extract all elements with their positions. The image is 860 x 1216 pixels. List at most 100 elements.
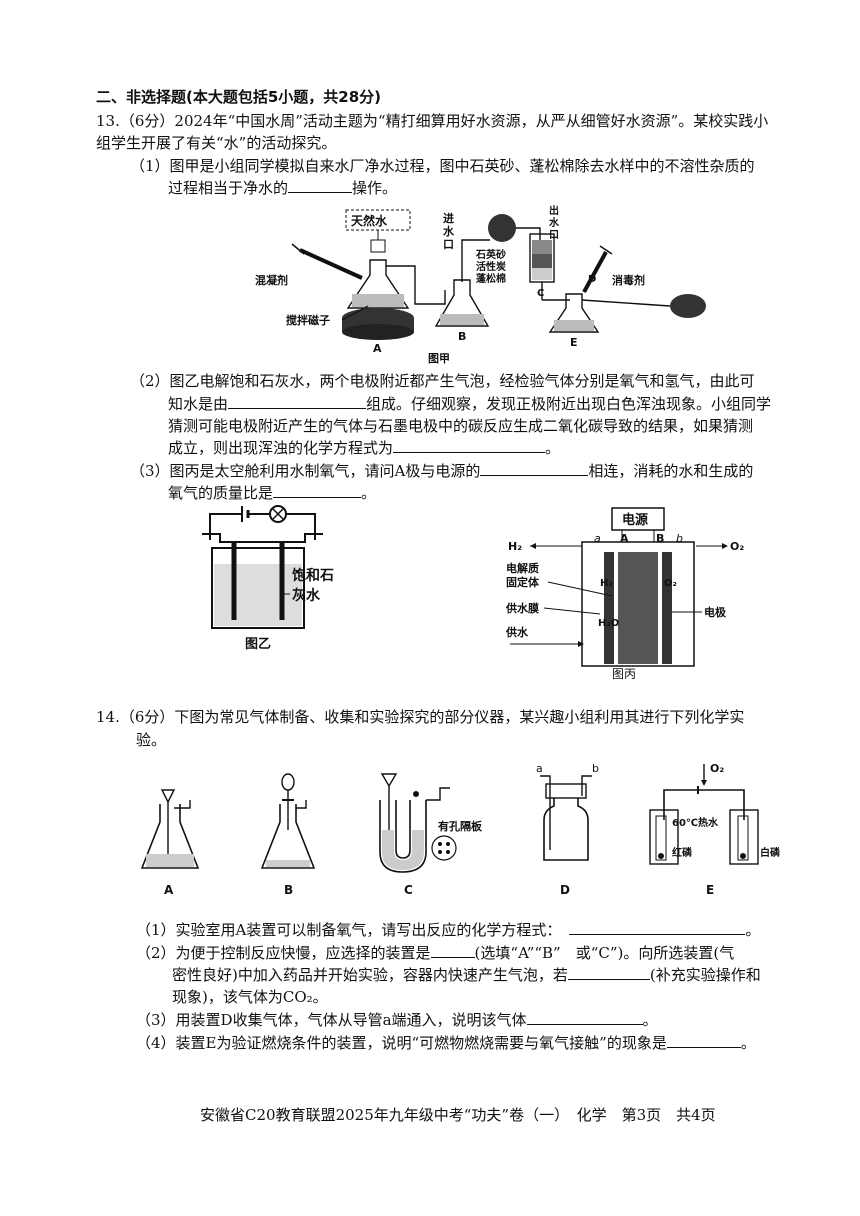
fig-yi-label1: 饱和石 xyxy=(292,567,334,584)
q13-part1-blank[interactable] xyxy=(288,178,353,193)
q14-part3-end: 。 xyxy=(642,1011,658,1029)
figure-yi-caption: 图乙 xyxy=(245,637,271,652)
o2-inner: O₂ xyxy=(664,578,677,589)
figure-jia: 天然水 A 混凝剂 搅拌磁子 B 进 水 口 出 水 口 石英砂 活性炭 蓬松棉… xyxy=(255,204,706,365)
port-b: b xyxy=(592,762,599,775)
electrode-b xyxy=(662,552,672,664)
label-app-b: B xyxy=(284,883,293,897)
port-a: a xyxy=(536,762,543,775)
q13-part2-blank2[interactable] xyxy=(393,438,546,453)
q14-part2-text: （2）为便于控制反应快慢，应选择的装置是 xyxy=(136,944,431,962)
quartz-label: 石英砂 xyxy=(475,248,506,261)
q13-part3-line1: （3）图丙是太空舱利用水制氧气，请问A极与电源的 相连，消耗的水和生成的 xyxy=(130,460,753,482)
q13-part3-end: 。 xyxy=(361,484,377,502)
water-supply-label: 供水 xyxy=(505,625,529,639)
q14-stem-line1: 14.（6分）下图为常见气体制备、收集和实验探究的部分仪器，某兴趣小组利用其进行… xyxy=(96,708,745,726)
figure-bing-caption: 图丙 xyxy=(612,667,636,681)
q13-part3-blank1[interactable] xyxy=(480,461,589,476)
white-p-label: 白磷 xyxy=(760,846,780,859)
svg-text:口: 口 xyxy=(443,238,454,251)
q13-part2-line4: 成立，则出现浑浊的化学方程式为。 xyxy=(168,437,560,459)
outlet-label: 出 xyxy=(549,204,559,217)
hot-water-label: 60℃热水 xyxy=(672,816,719,829)
svg-text:水: 水 xyxy=(443,224,455,238)
beaker xyxy=(211,547,305,629)
q13-part3-text: （3）图丙是太空舱利用水制氧气，请问A极与电源的 xyxy=(130,462,481,480)
h2-inner: H₂ xyxy=(600,578,613,589)
power-label: 电源 xyxy=(622,512,648,528)
disinfectant-label: 消毒剂 xyxy=(612,273,645,287)
label-e: E xyxy=(570,336,578,349)
power-source xyxy=(611,507,665,531)
electrolyte-solid xyxy=(618,552,658,664)
label-app-c: C xyxy=(404,883,413,897)
q14-part1: （1）实验室用A装置可以制备氧气，请写出反应的化学方程式：。 xyxy=(136,919,760,941)
h2o-label: H₂O xyxy=(598,618,619,629)
q14-part4-end: 。 xyxy=(740,1034,756,1052)
q14-part3-text: （3）用装置D收集气体，气体从导管a端通入，说明该气体 xyxy=(136,1011,527,1029)
q13-part2-line3: 猜测可能电极附近产生的气体与石墨电极中的碳反应生成二氧化碳导致的结果，如果猜测 xyxy=(168,417,754,435)
fig-yi-label2: 灰水 xyxy=(292,587,321,604)
q13-part1-text: 过程相当于净水的 xyxy=(168,179,289,197)
q13-part1-line1: （1）图甲是小组同学模拟自来水厂净水过程，图中石英砂、蓬松棉除去水样中的不溶性杂… xyxy=(130,157,755,175)
electrolyte-label1: 电解质 xyxy=(506,561,539,575)
o2-out: O₂ xyxy=(730,540,744,553)
q13-part2-blank1[interactable] xyxy=(228,394,367,409)
q13-part2-line1: （2）图乙电解饱和石灰水，两个电极附近都产生气泡，经检验气体分别是氧气和氢气，由… xyxy=(130,372,755,390)
q14-part1-blank[interactable] xyxy=(569,920,746,935)
coagulant-label: 混凝剂 xyxy=(255,273,288,287)
page-footer: 安徽省C20教育联盟2025年九年级中考“功夫”卷（一） 化学 第3页 共4页 xyxy=(200,1106,716,1124)
q13-part1-text-end: 操作。 xyxy=(352,179,398,197)
q14-part2-line1: （2）为便于控制反应快慢，应选择的装置是 (选填“A”“B” 或“C”)。向所选装… xyxy=(136,942,734,964)
q14-part2-text2-end: (补充实验操作和 xyxy=(649,966,761,984)
q14-part3: （3）用装置D收集气体，气体从导管a端通入，说明该气体 。 xyxy=(136,1009,658,1031)
natural-water-label: 天然水 xyxy=(351,213,388,228)
q13-part2-line2: 知水是由组成。仔细观察，发现正极附近出现白色浑浊现象。小组同学 xyxy=(168,393,771,415)
figure-yi: 饱和石 灰水 图乙 xyxy=(202,505,334,652)
q13-stem-line2: 组学生开展了有关“水”的活动探究。 xyxy=(96,134,337,152)
q13-part1-line2: 过程相当于净水的 操作。 xyxy=(168,177,397,199)
electrolyte-label2: 固定体 xyxy=(506,575,540,589)
q13-part3-text2: 氧气的质量比是 xyxy=(168,484,274,502)
apparatus-b: B xyxy=(260,773,316,897)
pump xyxy=(488,214,516,242)
q13-part3-text-mid: 相连，消耗的水和生成的 xyxy=(588,462,754,480)
label-app-e: E xyxy=(706,883,714,897)
pole-b: B xyxy=(656,532,664,545)
q13-part3-blank2[interactable] xyxy=(273,483,362,498)
stirrer-label: 搅拌磁子 xyxy=(286,313,330,327)
flask-b xyxy=(434,279,490,327)
q14-part3-blank[interactable] xyxy=(526,1010,643,1025)
red-p-label: 红磷 xyxy=(672,846,693,859)
q14-part2-text-mid: (选填“A”“B” 或“C”)。向所选装置(气 xyxy=(474,944,735,962)
svg-text:水: 水 xyxy=(548,216,560,229)
q14-part4: （4）装置E为验证燃烧条件的装置，说明“可燃物燃烧需要与氧气接触”的现象是 。 xyxy=(136,1032,756,1054)
apparatus-c: 有孔隔板 C xyxy=(379,773,483,897)
q14-part2-blank2[interactable] xyxy=(567,965,650,980)
electrolysis-cell xyxy=(581,541,695,667)
syringe-coagulant xyxy=(299,248,363,280)
q13-part2-text-mid: 组成。仔细观察，发现正极附近出现白色浑浊现象。小组同学 xyxy=(366,395,772,413)
o2-arrow-label: O₂ xyxy=(710,762,724,775)
label-app-d: D xyxy=(560,883,570,897)
pole-a: A xyxy=(620,532,629,545)
figure-jia-caption: 图甲 xyxy=(428,352,450,365)
apparatus-e: O₂ 60℃热水 红磷 白磷 E xyxy=(649,762,780,897)
svg-text:口: 口 xyxy=(549,230,559,241)
flask-e xyxy=(548,293,600,333)
inlet-label-1: 进 xyxy=(443,211,454,225)
porous-plate-label: 有孔隔板 xyxy=(438,819,483,833)
q13-part2-end: 。 xyxy=(545,439,561,457)
label-b: B xyxy=(458,330,466,343)
porous-plate-icon xyxy=(431,835,457,861)
flask-a-liquid xyxy=(352,294,404,307)
apparatus-d: a b D xyxy=(536,762,599,897)
q14-part4-blank[interactable] xyxy=(666,1033,741,1048)
q14-part2-line3: 现象)，该气体为CO₂。 xyxy=(172,988,328,1006)
q14-part2-blank1[interactable] xyxy=(430,943,475,958)
membrane-label: 供水膜 xyxy=(505,601,539,615)
section-title: 二、非选择题(本大题包括5小题，共28分) xyxy=(96,88,382,106)
electrode-a xyxy=(604,552,614,664)
syringe-disinfectant xyxy=(582,251,608,293)
q14-part4-text: （4）装置E为验证燃烧条件的装置，说明“可燃物燃烧需要与氧气接触”的现象是 xyxy=(136,1034,667,1052)
